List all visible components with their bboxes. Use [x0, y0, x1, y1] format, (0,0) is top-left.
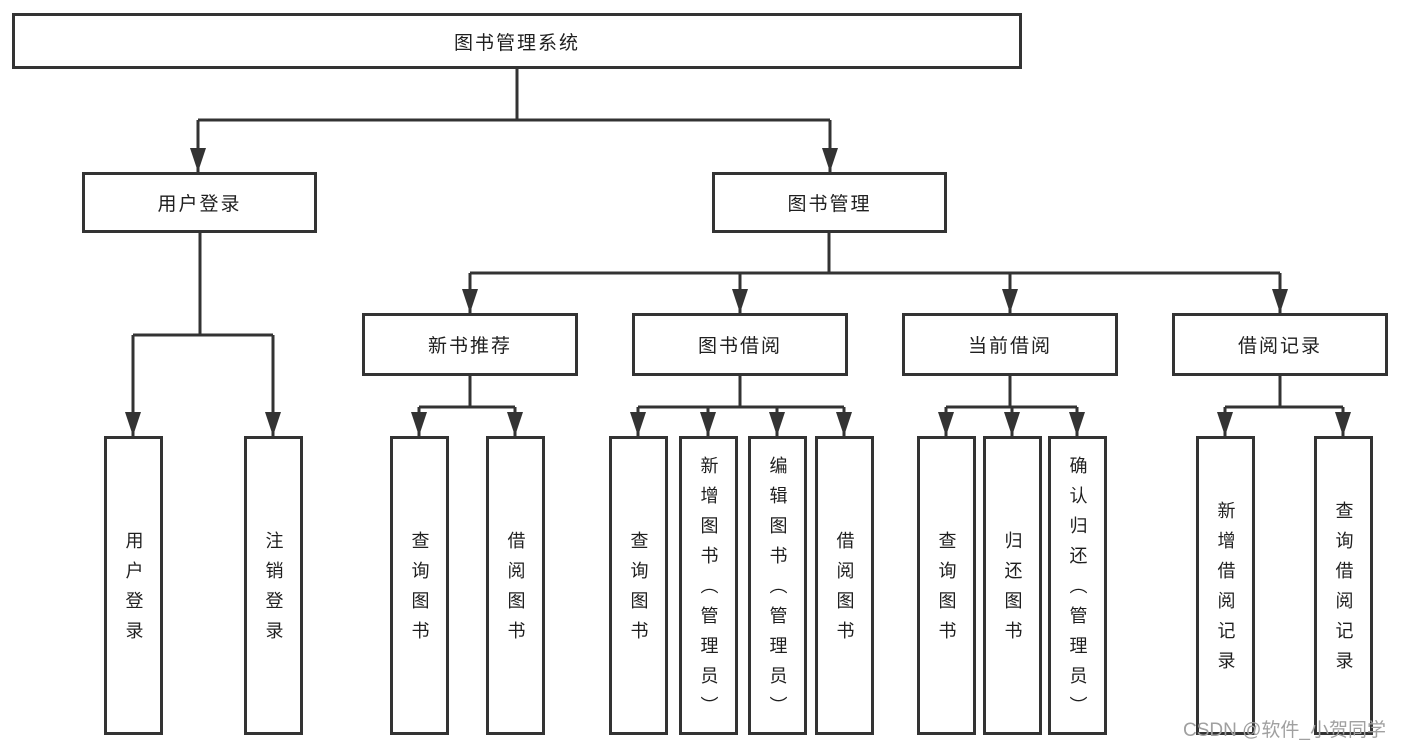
arrow-down-icon [1004, 412, 1020, 436]
node-book-borrow: 图书借阅 [632, 313, 848, 376]
arrow-down-icon [190, 148, 206, 172]
arrow-down-icon [1217, 412, 1233, 436]
arrowheads [125, 148, 1351, 436]
node-return-book: 归还图书 [983, 436, 1042, 735]
arrow-down-icon [938, 412, 954, 436]
node-root: 图书管理系统 [12, 13, 1022, 69]
node-logout: 注销登录 [244, 436, 303, 735]
node-borrow-books: 借阅图书 [815, 436, 874, 735]
arrow-down-icon [769, 412, 785, 436]
arrow-down-icon [1069, 412, 1085, 436]
node-book-management: 图书管理 [712, 172, 947, 233]
arrow-down-icon [462, 289, 478, 313]
node-current-borrow: 当前借阅 [902, 313, 1118, 376]
arrow-down-icon [630, 412, 646, 436]
arrow-down-icon [1272, 289, 1288, 313]
arrow-down-icon [836, 412, 852, 436]
arrow-down-icon [822, 148, 838, 172]
arrow-down-icon [700, 412, 716, 436]
arrow-down-icon [732, 289, 748, 313]
node-query-borrow-record: 查询借阅记录 [1314, 436, 1373, 735]
connector-lines [131, 69, 1345, 436]
node-borrow-records: 借阅记录 [1172, 313, 1388, 376]
node-query-books-borrow: 查询图书 [609, 436, 668, 735]
node-new-book-recommend: 新书推荐 [362, 313, 578, 376]
watermark: CSDN @软件_小贺同学 [1183, 720, 1386, 741]
arrow-down-icon [265, 412, 281, 436]
arrow-down-icon [125, 412, 141, 436]
arrow-down-icon [411, 412, 427, 436]
node-add-borrow-record: 新增借阅记录 [1196, 436, 1255, 735]
node-query-books-recommend: 查询图书 [390, 436, 449, 735]
node-user-login-branch: 用户登录 [82, 172, 317, 233]
arrow-down-icon [1002, 289, 1018, 313]
node-edit-book-admin: 编辑图书（管理员） [748, 436, 807, 735]
node-query-books-current: 查询图书 [917, 436, 976, 735]
node-borrow-books-recommend: 借阅图书 [486, 436, 545, 735]
arrow-down-icon [507, 412, 523, 436]
arrow-down-icon [1335, 412, 1351, 436]
node-user-login: 用户登录 [104, 436, 163, 735]
node-confirm-return-admin: 确认归还（管理员） [1048, 436, 1107, 735]
node-add-book-admin: 新增图书（管理员） [679, 436, 738, 735]
